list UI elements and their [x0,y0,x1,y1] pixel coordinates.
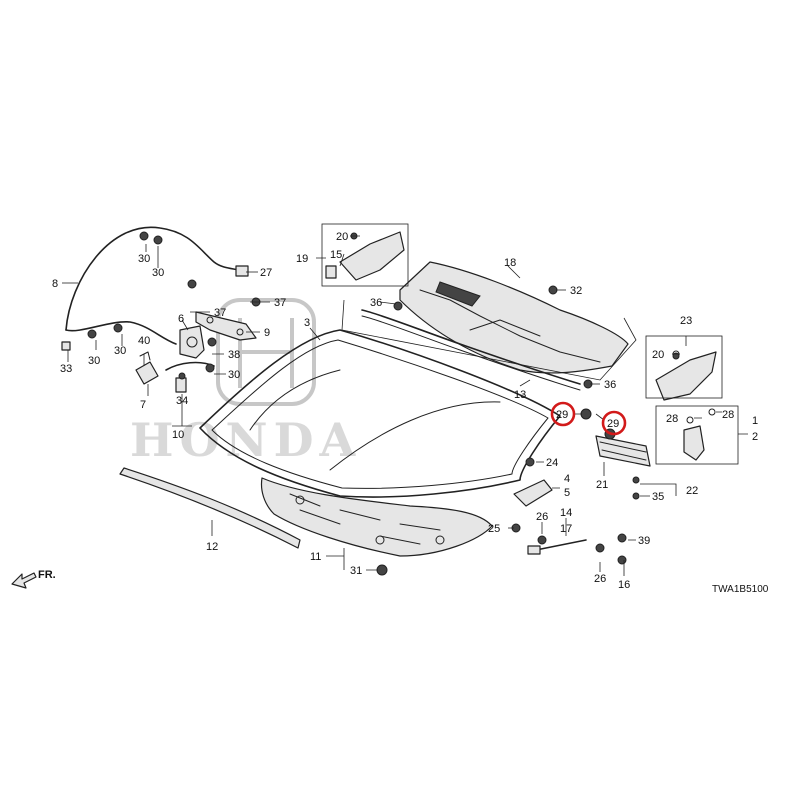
callout-21[interactable]: 21 [596,479,608,491]
highlight-ring-29-right [601,410,627,436]
callout-25[interactable]: 25 [488,523,500,535]
cowl-side-cover-left [321,223,409,287]
cowl-top-cover [399,261,629,374]
callout-10[interactable]: 10 [172,429,184,441]
callout-28[interactable]: 28 [666,413,678,425]
callout-13[interactable]: 13 [514,389,526,401]
hood-gas-strut [527,539,587,555]
callout-26[interactable]: 26 [536,511,548,523]
callout-27[interactable]: 27 [260,267,272,279]
hood-latch [179,325,205,359]
callout-11[interactable]: 11 [310,551,321,563]
callout-28[interactable]: 28 [722,409,734,421]
callout-37[interactable]: 37 [274,297,286,309]
callout-39[interactable]: 39 [638,535,650,547]
callout-40[interactable]: 40 [138,335,150,347]
honda-logo-watermark: HONDA [130,298,361,467]
callout-4[interactable]: 4 [564,473,570,485]
diagram-code: TWA1B5100 [712,584,769,595]
callout-30[interactable]: 30 [114,345,126,357]
callout-35[interactable]: 35 [652,491,664,503]
callout-30[interactable]: 30 [88,355,100,367]
hood-garnish [595,435,651,467]
callout-5[interactable]: 5 [564,487,570,499]
highlight-ring-29-left [550,401,576,427]
cowl-assembly-bracket [341,299,637,381]
callout-2[interactable]: 2 [752,431,758,443]
front-direction-arrow: FR. [11,569,56,589]
hood-hinge [195,311,257,341]
callout-23[interactable]: 23 [680,315,692,327]
callout-labels: 8 30 30 27 37 37 6 9 3 38 30 40 30 30 33… [52,231,758,591]
callout-22[interactable]: 22 [686,485,698,497]
callout-24[interactable]: 24 [546,457,558,469]
front-arrow-label: FR. [38,569,56,581]
latch-bracket [135,351,159,385]
callout-3[interactable]: 3 [304,317,310,329]
callout-31[interactable]: 31 [350,565,362,577]
callout-7[interactable]: 7 [140,399,146,411]
cowl-side-cover-right [645,335,723,401]
callout-16[interactable]: 16 [618,579,630,591]
lock-bracket [513,479,553,507]
hood-release-cable [61,226,249,351]
callout-1[interactable]: 1 [752,415,758,427]
callout-8[interactable]: 8 [52,278,58,290]
callout-9[interactable]: 9 [264,327,270,339]
hood-panel [199,329,561,498]
fasteners [87,231,680,576]
callout-29[interactable]: 29 [556,409,568,421]
callout-6[interactable]: 6 [178,313,184,325]
callout-33[interactable]: 33 [60,363,72,375]
callout-29[interactable]: 29 [607,418,619,430]
callout-20[interactable]: 20 [652,349,664,361]
cowl-seal [361,309,581,391]
callout-14[interactable]: 14 [560,507,572,519]
hood-striker [655,405,739,465]
callout-12[interactable]: 12 [206,541,218,553]
callout-19[interactable]: 19 [296,253,308,265]
watermark-text: HONDA [130,413,361,467]
callout-26[interactable]: 26 [594,573,606,585]
callout-17[interactable]: 17 [560,523,572,535]
callout-18[interactable]: 18 [504,257,516,269]
callout-38[interactable]: 38 [228,349,240,361]
callout-30[interactable]: 30 [138,253,150,265]
callout-34[interactable]: 34 [176,395,188,407]
callout-20[interactable]: 20 [336,231,348,243]
leader-lines [62,235,748,576]
callout-36[interactable]: 36 [604,379,616,391]
callout-37[interactable]: 37 [214,307,226,319]
callout-36[interactable]: 36 [370,297,382,309]
callout-15[interactable]: 15 [330,249,342,261]
callout-30[interactable]: 30 [228,369,240,381]
callout-32[interactable]: 32 [570,285,582,297]
hood-insulator [260,477,493,557]
hood-front-seal [119,467,301,549]
callout-30[interactable]: 30 [152,267,164,279]
